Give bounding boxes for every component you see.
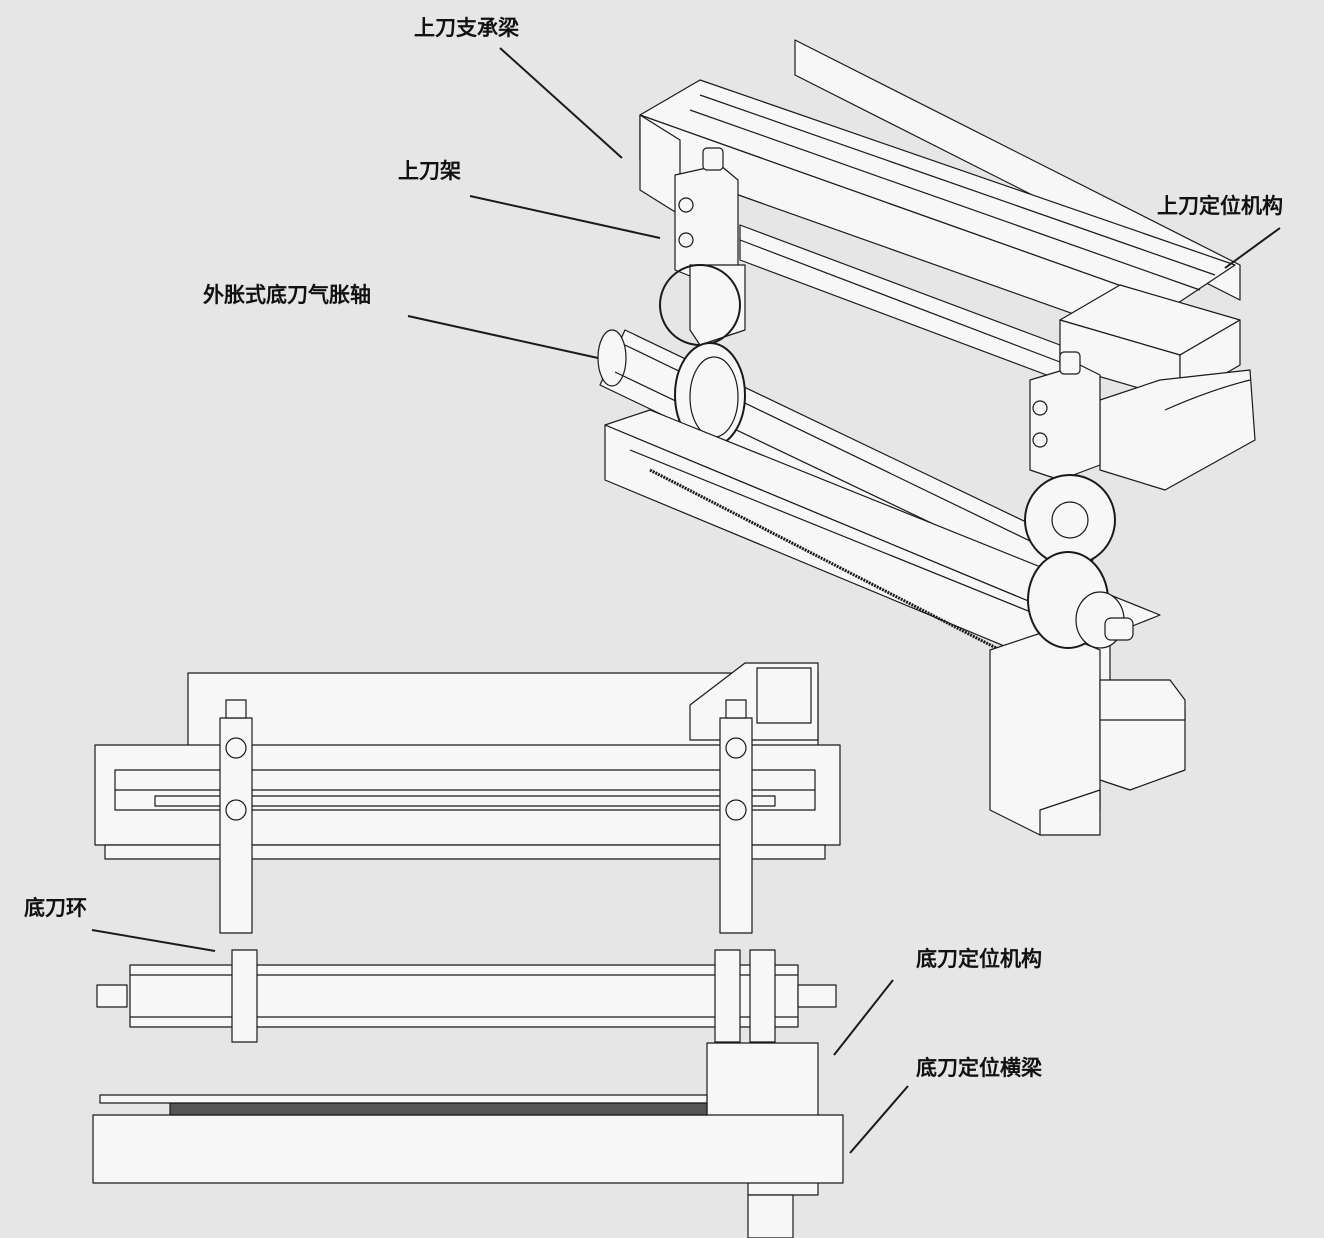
iso-shaft-tip — [1104, 617, 1134, 641]
front-rail-lower — [154, 795, 776, 807]
leader-expanding-shaft — [407, 315, 599, 359]
iso-bottom-block-lower — [1039, 789, 1101, 836]
front-shaft-stub-right — [797, 984, 837, 1008]
leader-bottom-knife-beam — [849, 1085, 909, 1154]
leader-upper-knife-positioning — [1224, 227, 1281, 269]
label-upper-knife-beam: 上刀支承梁 — [414, 16, 519, 40]
iso-shaft-left-end — [597, 329, 627, 387]
front-holder-right-detail — [725, 737, 747, 759]
iso-lower-rail — [629, 449, 1101, 641]
iso-upper-blade-right-hub — [1051, 501, 1089, 539]
front-shaft-stub-left — [96, 984, 128, 1008]
iso-beam-groove — [699, 94, 1216, 276]
label-upper-knife-holder: 上刀架 — [398, 159, 461, 183]
front-holder-left-detail — [225, 737, 247, 759]
iso-right-block — [1099, 369, 1256, 491]
front-motor-plate — [756, 667, 812, 724]
iso-knob-left-detail — [678, 232, 694, 248]
front-lower-rail — [99, 1094, 708, 1104]
front-base-strip — [104, 844, 826, 860]
iso-blade-arm-left — [689, 264, 746, 346]
iso-knob-right — [1059, 351, 1081, 375]
iso-knob-right-detail — [1032, 432, 1048, 448]
label-bottom-knife-beam: 底刀定位横梁 — [916, 1056, 1042, 1080]
label-expanding-shaft: 外胀式底刀气胀轴 — [203, 283, 371, 307]
iso-knife-holder-right — [1029, 364, 1101, 481]
iso-knife-holder-left — [674, 164, 739, 281]
isometric-view — [597, 39, 1256, 836]
front-rack — [169, 1102, 708, 1116]
leader-upper-knife-beam — [499, 47, 623, 159]
front-ring-right — [714, 949, 741, 1043]
front-shaft — [129, 964, 799, 1028]
leader-lines — [91, 47, 1281, 1154]
iso-right-block-curve — [1164, 379, 1251, 411]
label-bottom-knife-ring: 底刀环 — [24, 896, 87, 920]
leader-bottom-knife-ring — [91, 929, 216, 952]
iso-lower-rack — [649, 468, 1001, 652]
front-holder-right-detail — [725, 799, 747, 821]
front-holder-left-detail — [225, 799, 247, 821]
iso-side-cylinder — [1099, 679, 1186, 721]
iso-upper-rail-edge — [739, 239, 1061, 363]
front-holder-right-knob — [725, 699, 747, 719]
front-view — [92, 662, 844, 1238]
leader-upper-knife-holder — [469, 195, 661, 239]
iso-knob-left — [702, 147, 724, 171]
label-bottom-knife-positioning: 底刀定位机构 — [916, 947, 1042, 971]
leader-bottom-knife-positioning — [833, 979, 894, 1056]
iso-knob-left-detail — [678, 197, 694, 213]
iso-knob-right-detail — [1032, 400, 1048, 416]
iso-beam-groove — [689, 109, 1201, 291]
front-ring-right2 — [749, 949, 776, 1043]
front-lower-beam — [92, 1114, 844, 1184]
front-lower-post — [747, 1194, 794, 1238]
label-upper-knife-positioning: 上刀定位机构 — [1157, 194, 1283, 218]
front-holder-left-knob — [225, 699, 247, 719]
front-ring-left — [231, 949, 258, 1043]
iso-bottom-ring-inner — [689, 356, 739, 438]
